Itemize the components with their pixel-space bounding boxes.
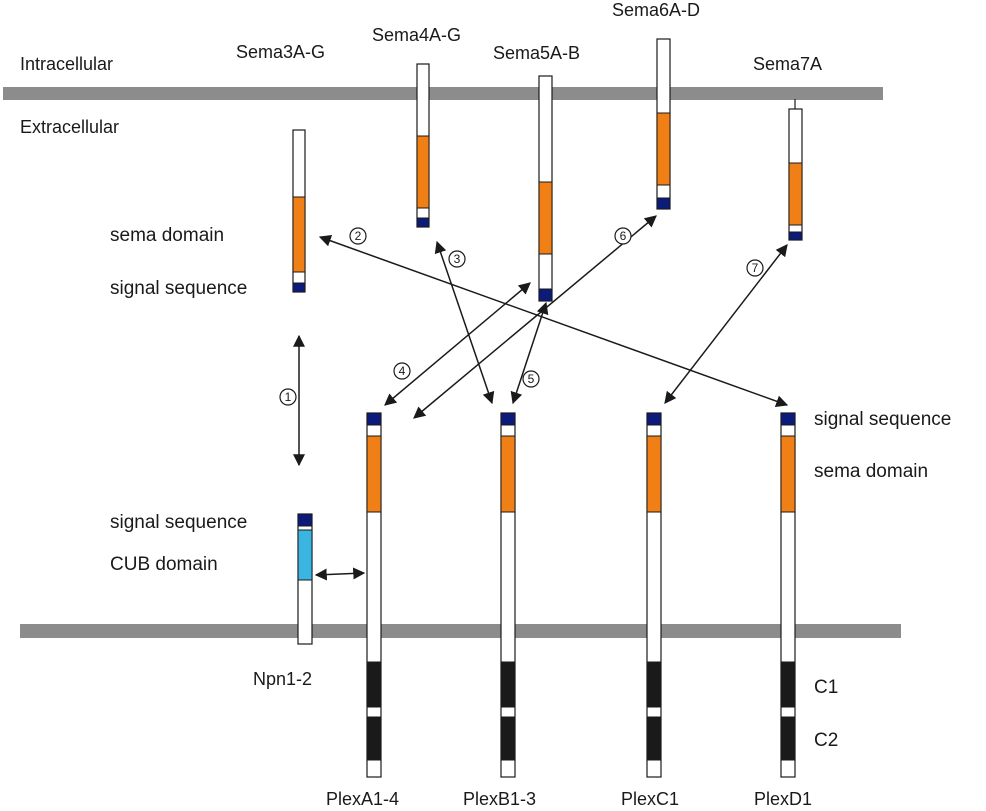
interaction-6-number: 6 (614, 227, 632, 245)
plexD-protein (780, 412, 796, 778)
plexB-c1-domain (500, 661, 516, 708)
plex-c2-label: C2 (814, 730, 838, 751)
plexC-protein (646, 412, 662, 778)
plex-sema-domain-label: sema domain (814, 461, 928, 482)
svg-text:7: 7 (752, 261, 759, 275)
plex-c1-label: C1 (814, 677, 838, 698)
sema5-label: Sema5A-B (493, 43, 580, 63)
interaction-7-arrow (664, 244, 788, 404)
sema7-sema-domain (788, 162, 803, 226)
plexC-c1-domain (646, 661, 662, 708)
sema3-protein (292, 129, 306, 293)
sema3-sema-domain (292, 196, 306, 273)
plexA-sema-domain (366, 435, 382, 513)
svg-text:5: 5 (528, 372, 535, 386)
plexB-protein (500, 412, 516, 778)
sema5-protein (538, 75, 553, 302)
sema7-signal-sequence (788, 231, 803, 241)
plexA-signal-sequence (366, 412, 382, 426)
upper-membrane (3, 87, 883, 100)
svg-text:2: 2 (355, 229, 362, 243)
plexD-sema-domain (780, 435, 796, 513)
plexB-signal-sequence (500, 412, 516, 426)
plexA-c1-domain (366, 661, 382, 708)
sema3-signal-sequence (292, 282, 306, 293)
sema6-signal-sequence (656, 197, 671, 210)
sema3-label: Sema3A-G (236, 42, 325, 62)
extracellular-label: Extracellular (20, 117, 119, 137)
plexC-signal-sequence (646, 412, 662, 426)
plexD-label: PlexD1 (754, 789, 812, 809)
interaction-2-arrow (318, 235, 789, 407)
interaction-5-arrow (510, 301, 549, 405)
plexD-signal-sequence (780, 412, 796, 426)
svg-text:4: 4 (399, 364, 406, 378)
npn-plexA-arrow (314, 567, 366, 581)
plexB-c2-domain (500, 716, 516, 761)
plexA-protein (366, 412, 382, 778)
plexD-c1-domain (780, 661, 796, 708)
intracellular-label: Intracellular (20, 54, 113, 74)
signal-sequence-label-upper: signal sequence (110, 278, 247, 299)
npn-signal-sequence-label: signal sequence (110, 512, 247, 533)
plexC-c2-domain (646, 716, 662, 761)
sema5-sema-domain (538, 181, 553, 255)
sema6-protein (656, 38, 671, 210)
npn-protein (297, 513, 313, 645)
sema6-sema-domain (656, 112, 671, 186)
sema4-sema-domain (416, 135, 430, 209)
interaction-1-number: 1 (279, 388, 297, 406)
svg-text:3: 3 (454, 252, 461, 266)
interaction-3-number: 3 (448, 250, 466, 268)
npn-signal-sequence (297, 513, 313, 527)
interaction-4-number: 4 (393, 362, 411, 380)
plexC-label: PlexC1 (621, 789, 679, 809)
interaction-7-number: 7 (746, 259, 764, 277)
npn-label: Npn1-2 (253, 669, 312, 689)
plexA-label: PlexA1-4 (326, 789, 399, 809)
sema4-label: Sema4A-G (372, 25, 461, 45)
svg-text:6: 6 (620, 229, 627, 243)
npn-cub-domain-label: CUB domain (110, 554, 218, 575)
npn-cub-domain (297, 529, 313, 581)
sema7-protein (788, 99, 803, 241)
plex-signal-sequence-label: signal sequence (814, 409, 951, 430)
svg-text:1: 1 (285, 390, 292, 404)
sema4-protein (416, 63, 430, 228)
interaction-5-number: 5 (522, 370, 540, 388)
plexA-c2-domain (366, 716, 382, 761)
sema7-label: Sema7A (753, 54, 822, 74)
sema5-signal-sequence (538, 288, 553, 302)
plexC-sema-domain (646, 435, 662, 513)
interaction-6-arrow (413, 215, 657, 419)
plexB-label: PlexB1-3 (463, 789, 536, 809)
sema4-signal-sequence (416, 217, 430, 228)
plexB-sema-domain (500, 435, 516, 513)
interaction-2-number: 2 (349, 227, 367, 245)
sema-domain-label-upper: sema domain (110, 225, 224, 246)
lower-membrane (20, 624, 901, 638)
sema6-label: Sema6A-D (612, 0, 700, 20)
plexD-c2-domain (780, 716, 796, 761)
